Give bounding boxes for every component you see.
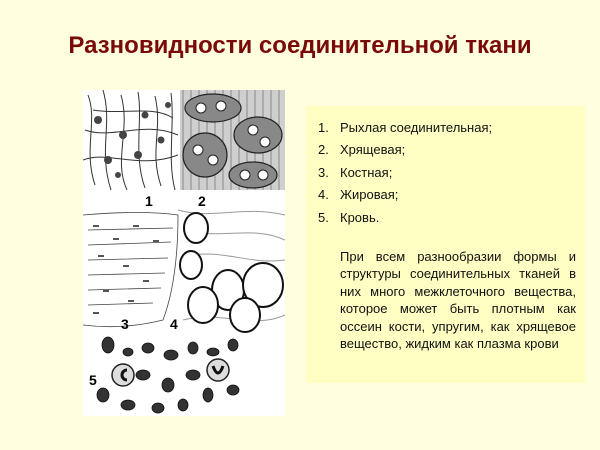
- label-3: 3: [121, 316, 129, 332]
- list-label: Хрящевая;: [340, 142, 406, 158]
- osteocytes: [93, 225, 159, 314]
- tissue-illustration: 1 2 3 4: [83, 90, 285, 416]
- list-number: 3.: [318, 164, 329, 180]
- tissue-types-list: 1. Рыхлая соединительная; 2. Хрящевая; 3…: [318, 116, 492, 229]
- label-2: 2: [198, 193, 206, 209]
- fat-cells: [179, 212, 284, 333]
- list-label: Рыхлая соединительная;: [340, 119, 493, 135]
- chondrocyte-groups: [182, 93, 283, 189]
- list-label: Жировая;: [340, 187, 399, 203]
- list-item: 3. Костная;: [318, 161, 492, 184]
- loose-tissue-cells: [94, 102, 171, 178]
- list-label: Кровь.: [340, 209, 380, 225]
- list-number: 5.: [318, 209, 329, 225]
- bone-tissue-drawing: [83, 212, 179, 328]
- list-label: Костная;: [340, 164, 393, 180]
- description-paragraph: При всем разнообразии формы и структуры …: [340, 249, 576, 352]
- list-item: 4. Жировая;: [318, 184, 492, 207]
- list-item: 2. Хрящевая;: [318, 139, 492, 162]
- loose-tissue-drawing: [83, 90, 179, 191]
- list-number: 4.: [318, 187, 329, 203]
- list-number: 2.: [318, 142, 329, 158]
- list-item: 1. Рыхлая соединительная;: [318, 116, 492, 139]
- label-4: 4: [170, 316, 178, 332]
- blood-cells: [96, 336, 240, 414]
- slide-title: Разновидности соединительной ткани: [68, 32, 532, 59]
- label-1: 1: [145, 193, 153, 209]
- list-item: 5. Кровь.: [318, 206, 492, 229]
- label-5: 5: [89, 372, 97, 388]
- text-panel: 1. Рыхлая соединительная; 2. Хрящевая; 3…: [306, 106, 585, 383]
- list-number: 1.: [318, 119, 329, 135]
